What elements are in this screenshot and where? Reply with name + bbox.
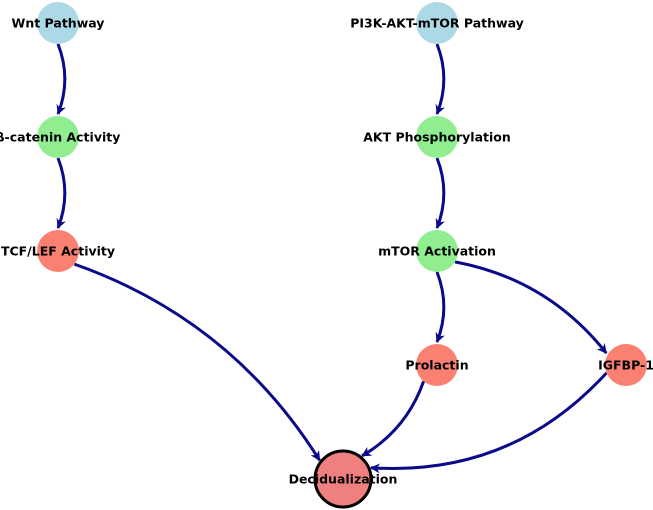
edge-mtor-to-prl xyxy=(435,271,446,343)
node-label-bcat: β-catenin Activity xyxy=(0,130,120,145)
edge-bcat-to-tcf xyxy=(56,157,67,229)
node-circle-mtor xyxy=(416,230,458,272)
node-label-tcf: TCF/LEF Activity xyxy=(1,244,115,259)
edge-prl-to-decid xyxy=(361,380,426,458)
edge-igfbp-to-decid xyxy=(369,371,608,474)
node-prl: Prolactin xyxy=(405,344,469,386)
edge-akt-to-mtor xyxy=(435,157,446,229)
node-bcat: β-catenin Activity xyxy=(0,116,120,158)
node-label-igfbp: IGFBP-1 xyxy=(598,358,653,373)
node-igfbp: IGFBP-1 xyxy=(598,344,653,386)
node-circle-tcf xyxy=(37,230,79,272)
node-circle-igfbp xyxy=(605,344,647,386)
node-wnt: Wnt Pathway xyxy=(12,2,105,44)
node-circle-decid xyxy=(313,449,373,509)
edge-wnt-to-bcat xyxy=(56,43,67,115)
node-circle-wnt xyxy=(37,2,79,44)
node-pi3k: PI3K-AKT-mTOR Pathway xyxy=(350,2,524,44)
node-label-decid: Decidualization xyxy=(289,472,398,487)
node-circle-bcat xyxy=(37,116,79,158)
edge-tcf-to-decid xyxy=(73,262,321,462)
node-tcf: TCF/LEF Activity xyxy=(1,230,115,272)
node-label-prl: Prolactin xyxy=(405,358,468,373)
node-label-mtor: mTOR Activation xyxy=(378,244,496,259)
node-label-pi3k: PI3K-AKT-mTOR Pathway xyxy=(350,16,524,31)
node-circle-akt xyxy=(416,116,458,158)
edges-layer xyxy=(56,43,608,474)
edge-mtor-to-igfbp xyxy=(454,260,608,355)
node-decid: Decidualization xyxy=(289,449,398,509)
node-circle-pi3k xyxy=(416,2,458,44)
node-akt: AKT Phosphorylation xyxy=(363,116,511,158)
node-label-wnt: Wnt Pathway xyxy=(12,16,105,31)
node-circle-prl xyxy=(416,344,458,386)
node-label-akt: AKT Phosphorylation xyxy=(363,130,511,145)
node-mtor: mTOR Activation xyxy=(378,230,496,272)
edge-pi3k-to-akt xyxy=(435,43,446,115)
